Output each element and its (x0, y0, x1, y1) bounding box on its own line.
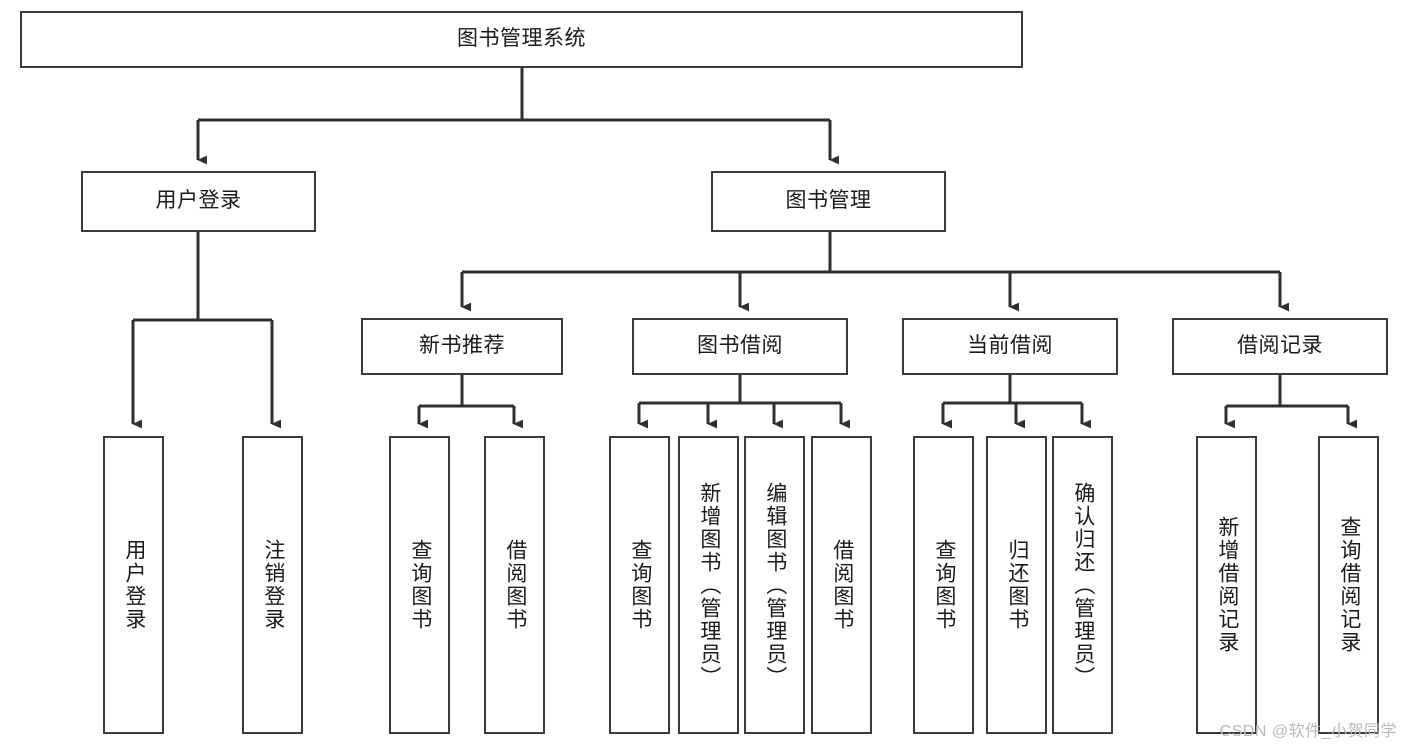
node-leaf-borrow-query-book[interactable]: 查询图书 (609, 436, 670, 734)
node-leaf-borrow-borrow-book[interactable]: 借阅图书 (811, 436, 872, 734)
node-book-borrow[interactable]: 图书借阅 (632, 318, 848, 375)
node-leaf-current-query-book[interactable]: 查询图书 (913, 436, 974, 734)
node-leaf-record-query-record[interactable]: 查询借阅记录 (1318, 436, 1379, 734)
node-label: 新增图书（管理员） (697, 481, 721, 689)
node-label: 确认归还（管理员） (1071, 481, 1095, 689)
node-leaf-borrow-edit-book-admin[interactable]: 编辑图书（管理员） (744, 436, 805, 734)
node-leaf-current-return-book[interactable]: 归还图书 (986, 436, 1047, 734)
node-new-book-recommend[interactable]: 新书推荐 (361, 318, 563, 375)
node-label: 注销登录 (261, 539, 285, 631)
node-label: 新书推荐 (419, 334, 505, 358)
node-label: 查询图书 (932, 539, 956, 631)
node-book-management[interactable]: 图书管理 (711, 171, 946, 232)
node-leaf-current-confirm-return-admin[interactable]: 确认归还（管理员） (1052, 436, 1113, 734)
node-borrow-record[interactable]: 借阅记录 (1172, 318, 1388, 375)
node-leaf-user-login-logout[interactable]: 注销登录 (242, 436, 303, 734)
node-label: 用户登录 (122, 539, 146, 631)
node-current-borrow[interactable]: 当前借阅 (902, 318, 1118, 375)
node-root-book-management-system[interactable]: 图书管理系统 (20, 11, 1023, 68)
node-label: 查询借阅记录 (1337, 516, 1361, 654)
node-leaf-user-login-login[interactable]: 用户登录 (103, 436, 164, 734)
node-user-login[interactable]: 用户登录 (81, 171, 316, 232)
node-label: 借阅记录 (1237, 334, 1323, 358)
node-label: 图书管理 (785, 189, 872, 213)
node-label: 借阅图书 (830, 539, 854, 631)
node-label: 用户登录 (155, 189, 242, 213)
node-label: 新增借阅记录 (1215, 516, 1239, 654)
node-label: 查询图书 (628, 539, 652, 631)
node-leaf-borrow-add-book-admin[interactable]: 新增图书（管理员） (678, 436, 739, 734)
node-label: 图书借阅 (697, 334, 783, 358)
node-leaf-recommend-borrow-book[interactable]: 借阅图书 (484, 436, 545, 734)
node-label: 当前借阅 (967, 334, 1053, 358)
node-label: 查询图书 (408, 539, 432, 631)
node-label: 编辑图书（管理员） (763, 481, 787, 689)
node-label: 归还图书 (1005, 539, 1029, 631)
watermark-text: CSDN @软件_小贺同学 (1219, 723, 1397, 740)
node-label: 借阅图书 (503, 539, 527, 631)
node-label: 图书管理系统 (457, 27, 586, 51)
node-leaf-recommend-query-book[interactable]: 查询图书 (389, 436, 450, 734)
node-leaf-record-add-record[interactable]: 新增借阅记录 (1196, 436, 1257, 734)
